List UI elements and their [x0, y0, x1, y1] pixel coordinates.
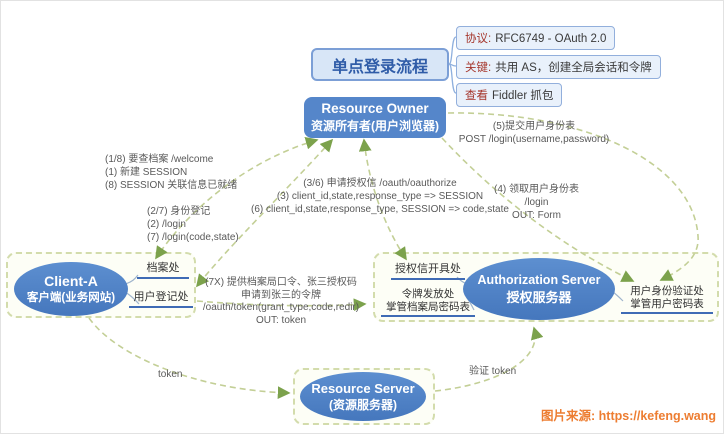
annotation-line: 申请到张三的令牌: [241, 289, 321, 301]
annotation-line: (3) client_id,state,response_type => SES…: [276, 191, 484, 202]
note-fiddler-prefix: 查看: [465, 90, 488, 102]
annotation-line: (6) client_id,state,response_type, SESSI…: [251, 204, 509, 215]
annotation-step-5: (5)提交用户身份表 POST /login(username,password…: [443, 120, 625, 146]
auth-server-subtitle: 授权服务器: [506, 289, 572, 305]
note-protocol-prefix: 协议:: [465, 33, 492, 45]
station-identity-verify-office[interactable]: 用户身份验证处 掌管用户密码表: [621, 285, 713, 315]
annotation-step-4: (4) 领取用户身份表 /login OUT: Form: [479, 183, 594, 222]
note-fiddler[interactable]: 查看 Fiddler 抓包: [456, 83, 563, 107]
node-client-a[interactable]: Client-A 客户端(业务网站): [14, 262, 128, 316]
note-key[interactable]: 关键:共用 AS，创建全局会话和令牌: [456, 55, 661, 79]
note-key-prefix: 关键:: [465, 62, 492, 74]
node-authorization-server[interactable]: Authorization Server 授权服务器: [463, 258, 615, 320]
tie-title-note-protocol: [448, 36, 457, 65]
flow-token-curve: [88, 317, 291, 400]
annotation-line: (2) /login: [147, 219, 186, 230]
annotation-line: (7X) 提供档案局口令、张三授权码: [205, 277, 357, 288]
note-key-text: 共用 AS，创建全局会话和令牌: [495, 62, 652, 74]
annotation-line: OUT: Form: [512, 210, 561, 221]
flow-verify-token-curve: [434, 326, 544, 392]
resource-server-subtitle: (资源服务器): [329, 397, 397, 412]
annotation-line: (4) 领取用户身份表: [494, 184, 579, 195]
station-grant-office[interactable]: 授权信开具处: [391, 263, 465, 281]
annotation-line: (3/6) 申请授权信 /oauth/oauthorize: [303, 178, 457, 189]
station-user-registry[interactable]: 用户登记处: [129, 291, 193, 309]
resource-owner-subtitle: 资源所有者(用户浏览器): [311, 119, 439, 133]
note-protocol-text: RFC6749 - OAuth 2.0: [495, 33, 607, 45]
note-fiddler-text: Fiddler 抓包: [492, 90, 554, 102]
label-token: token: [158, 369, 183, 380]
topic-sso-title[interactable]: 单点登录流程: [311, 48, 449, 81]
source-link[interactable]: https://kefeng.wang: [598, 409, 717, 423]
client-title: Client-A: [44, 273, 98, 289]
annotation-step-2-7: (2/7) 身份登记 (2) /login (7) /login(code,st…: [147, 205, 239, 244]
annotation-step-7x: (7X) 提供档案局口令、张三授权码 申请到张三的令牌 /oauth/token…: [187, 277, 375, 327]
node-resource-owner[interactable]: Resource Owner 资源所有者(用户浏览器): [304, 97, 446, 138]
annotation-step-1-8: (1/8) 要查档案 /welcome (1) 新建 SESSION (8) S…: [105, 153, 237, 192]
tie-title-note-fiddler: [448, 63, 457, 94]
station-token-line1: 令牌发放处: [401, 288, 455, 300]
client-subtitle: 客户端(业务网站): [26, 292, 116, 304]
annotation-line: (1/8) 要查档案 /welcome: [105, 154, 214, 165]
annotation-step-3-6: (3/6) 申请授权信 /oauth/oauthorize (3) client…: [251, 177, 509, 216]
annotation-line: (7) /login(code,state): [147, 232, 239, 243]
label-verify-token: 验证 token: [469, 366, 517, 377]
resource-server-title: Resource Server: [311, 380, 415, 396]
annotation-line: (2/7) 身份登记: [147, 206, 211, 217]
annotation-line: (1) 新建 SESSION: [105, 167, 188, 178]
note-protocol[interactable]: 协议:RFC6749 - OAuth 2.0: [456, 26, 616, 50]
annotation-line: POST /login(username,password): [458, 134, 610, 145]
station-token-office[interactable]: 令牌发放处 掌管档案局密码表: [381, 288, 475, 318]
resource-owner-title: Resource Owner: [321, 101, 429, 116]
image-source-credit: 图片来源: https://kefeng.wang: [541, 405, 716, 424]
station-verify-line1: 用户身份验证处: [630, 285, 704, 297]
station-token-line2: 掌管档案局密码表: [386, 300, 470, 313]
tie-title-note-key: [448, 63, 457, 67]
annotation-line: /oauth/token(grant_type,code,redir): [202, 302, 360, 313]
station-verify-line2: 掌管用户密码表: [630, 297, 704, 310]
annotation-line: /login: [524, 197, 549, 208]
node-resource-server[interactable]: Resource Server (资源服务器): [300, 372, 426, 421]
station-archive-office[interactable]: 档案处: [137, 262, 189, 280]
annotation-line: (5)提交用户身份表: [492, 121, 576, 132]
auth-server-title: Authorization Server: [477, 272, 601, 287]
annotation-line: OUT: token: [255, 314, 307, 326]
image-source-label: 图片来源:: [541, 409, 596, 423]
annotation-line: (8) SESSION 关联信息已就绪: [105, 180, 238, 191]
